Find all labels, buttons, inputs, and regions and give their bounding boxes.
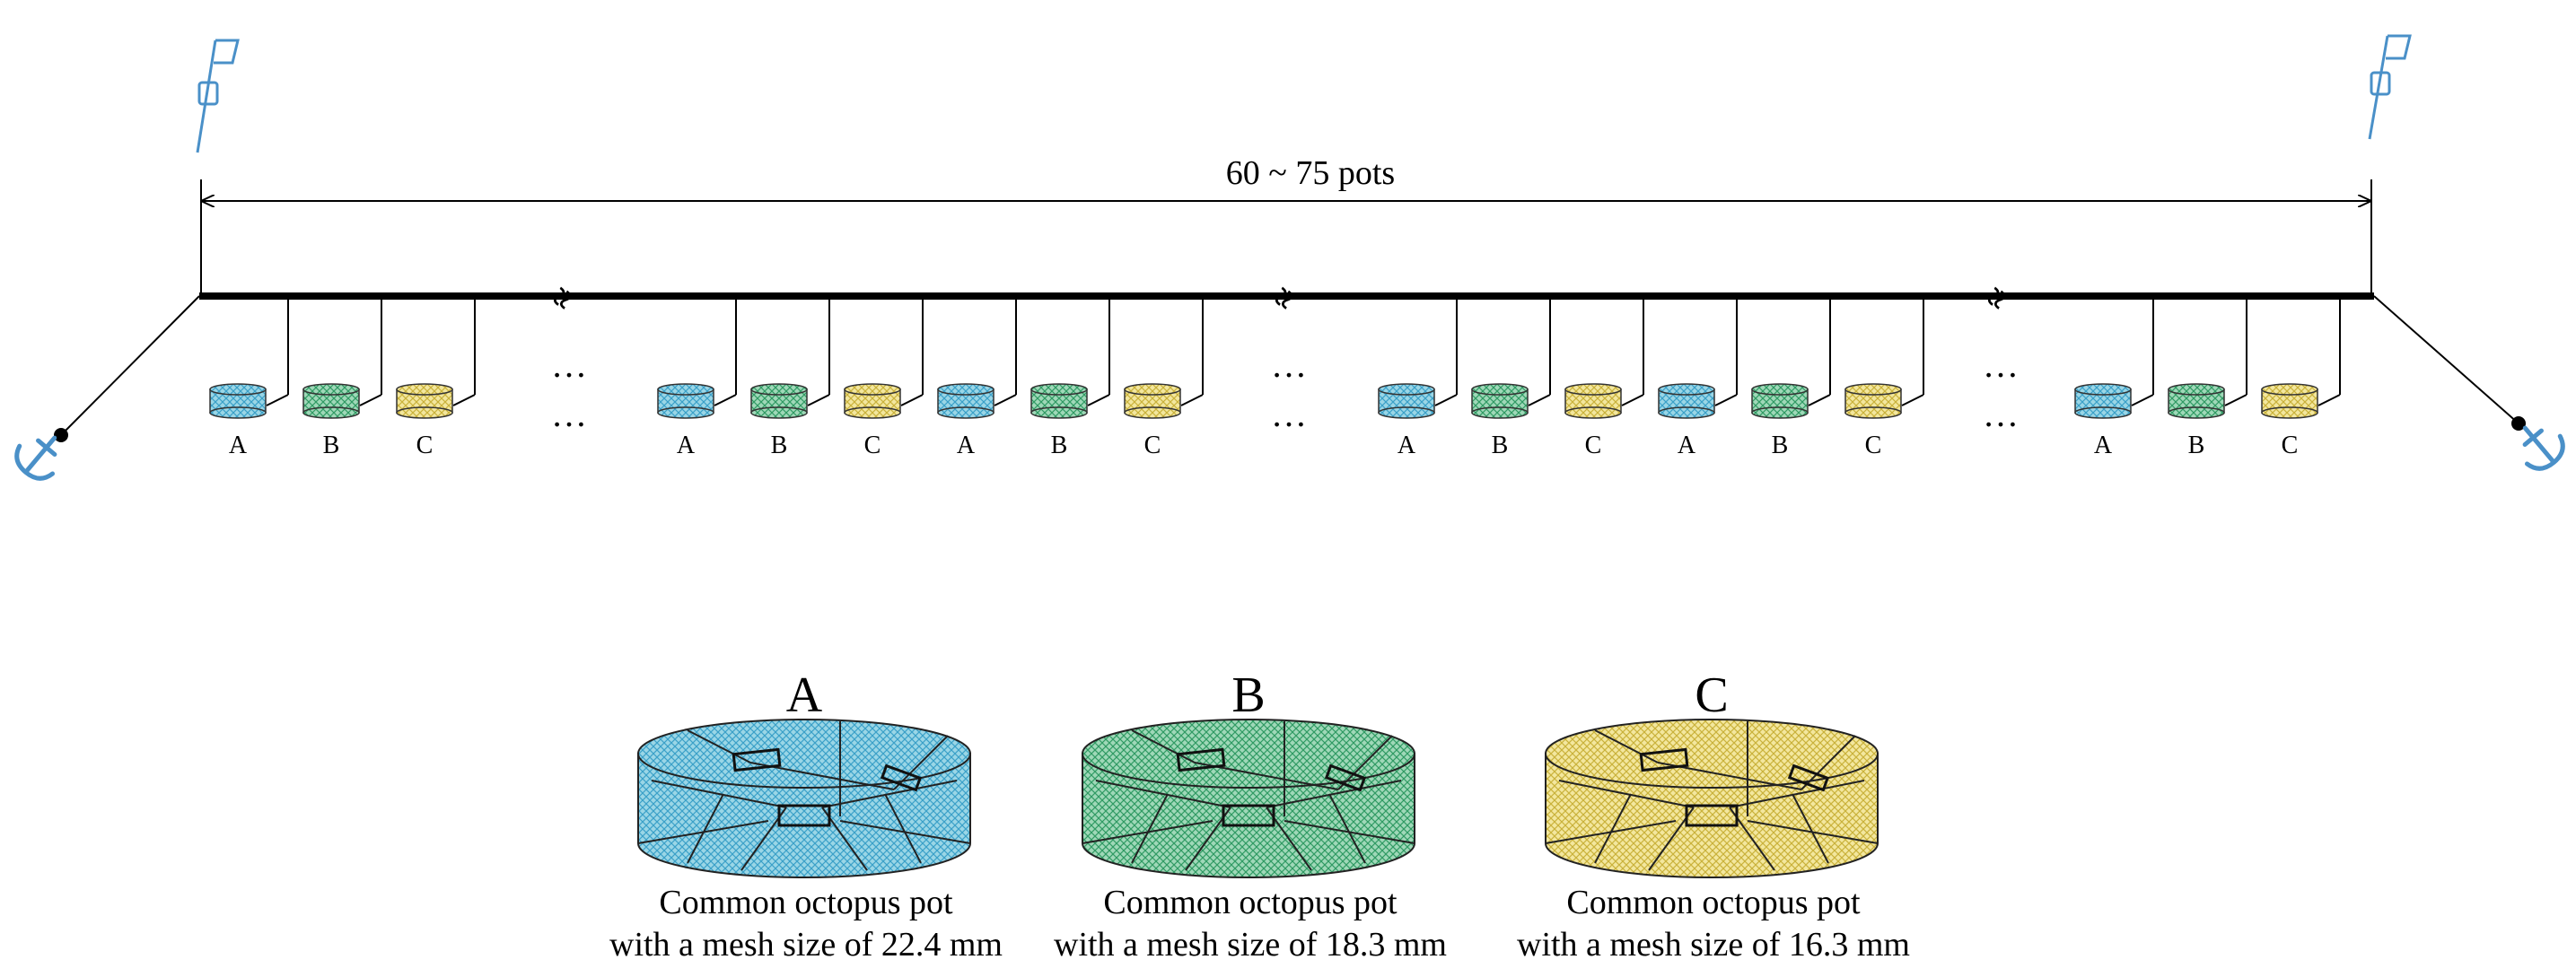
pot-caption-line2: with a mesh size of 22.4 mm [609,926,1003,964]
pot-icon [396,298,476,419]
pot-icon [1378,298,1458,419]
line-break-mark: ≈ [1975,279,2020,317]
pot-icon [1564,298,1644,419]
line-break-mark: ≈ [540,279,585,317]
pot-label: B [323,432,340,459]
octopus-pot-icon [1082,719,1415,878]
pot-icon [302,298,382,419]
pot-icon [2261,298,2341,419]
pot-label: A [957,432,976,459]
pot-caption-line2: with a mesh size of 18.3 mm [1054,926,1447,964]
ellipsis: … [1271,394,1307,434]
buoy-flag-icon [2368,34,2412,140]
octopus-pot-icon [1545,719,1879,878]
pot-icon [209,298,289,419]
pot-icon [1751,298,1831,419]
pot-legend: A Common octopus pot with a mesh size of 2… [609,667,1910,964]
pot-type-letter: C [1695,667,1728,723]
ellipsis: … [551,345,587,385]
pot-label: A [1678,432,1696,459]
pot-icon [1658,298,1738,419]
pot-caption-line1: Common octopus pot [1566,884,1861,921]
ellipsis: … [1983,345,2019,385]
pot-icon [1124,298,1204,419]
pot-label: B [1492,432,1509,459]
pot-type-letter: B [1231,667,1265,723]
pot-caption-line2: with a mesh size of 16.3 mm [1517,926,1910,964]
pot-icon [1844,298,1924,419]
pot-icon [2074,298,2154,419]
anchor-icon [2522,425,2565,471]
pot-label: C [1144,432,1161,459]
pot-caption-line1: Common octopus pot [1103,884,1398,921]
pot-icon [937,298,1017,419]
line-break-mark: ≈ [1262,279,1307,317]
octopus-pot-icon [637,719,971,878]
pot-icon [1471,298,1551,419]
pot-type-letter: A [786,667,823,723]
pot-caption-line1: Common octopus pot [659,884,953,921]
anchor-icon [14,435,57,481]
pot-icon [657,298,737,419]
pot-label: C [1585,432,1602,459]
pot-icon [1030,298,1110,419]
ellipsis: … [1983,394,2019,434]
ellipsis: … [1271,345,1307,385]
pot-label: B [771,432,788,459]
buoy-flag-icon [196,39,240,153]
pot-label: A [677,432,696,459]
anchor-rope-left [60,295,200,436]
ellipsis: … [551,394,587,434]
pot-label: B [2188,432,2205,459]
pot-label: A [1398,432,1416,459]
pot-icon [2168,298,2247,419]
pot-label: C [2282,432,2299,459]
pot-label: C [416,432,434,459]
pot-label: C [864,432,881,459]
pot-label: B [1051,432,1068,459]
pot-icon [750,298,830,419]
pot-icon [844,298,924,419]
pot-label: B [1772,432,1789,459]
pot-label: A [229,432,248,459]
pot-label: C [1865,432,1882,459]
range-label: 60 ~ 75 pots [1226,154,1395,192]
pot-label: A [2094,432,2113,459]
anchor-rope-right [2373,295,2519,424]
